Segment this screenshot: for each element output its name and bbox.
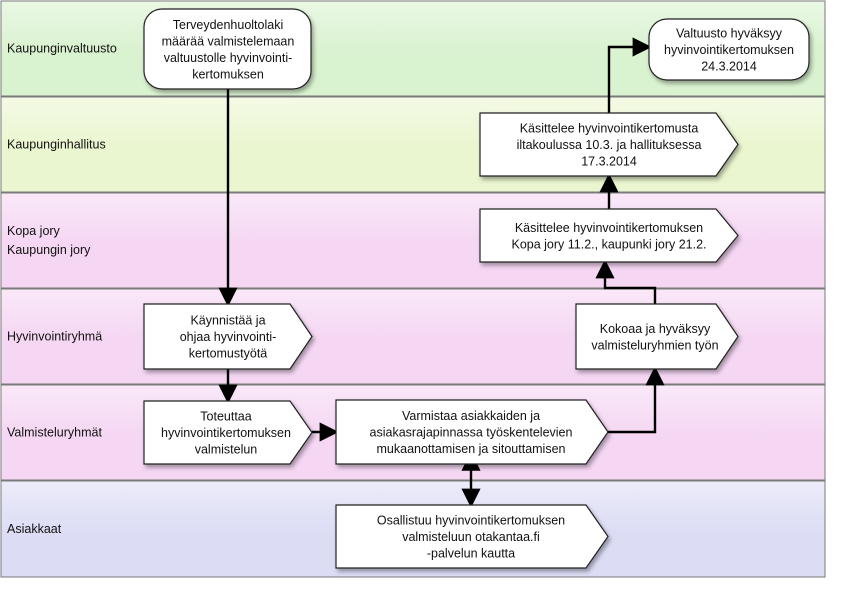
step-text-line: valmisteluun otakantaa.fi [402,530,540,544]
step-text-line: mukaanottamisen ja sitouttamisen [377,442,566,456]
step-lakimaara: Terveydenhuoltolaki määrää valmistelemaan… [143,8,312,90]
lane-label: Valmisteluryhmät [7,426,102,440]
arrow-box [479,112,739,177]
step-text-line: hyvinvointikertomuksen [161,426,291,440]
lane-label: Hyvinvointiryhmä [7,330,102,344]
step-text-line: kertomustyötä [189,347,268,361]
connector-varmistaa-to-kokoaa [608,366,665,434]
step-text-line: Terveydenhuoltolaki [173,18,284,32]
step-text-line: 17.3.2014 [581,155,637,169]
step-text-line: iltakoulussa 10.3. ja hallituksessa [517,138,702,152]
lane-label: Kaupungin jory [7,243,91,257]
arrow-box [143,400,313,465]
rounded-box [648,18,810,81]
swimlanes: KaupunginvaltuustoKaupunginhallitusKopa … [0,0,826,578]
step-text-line: asiakasrajapinnassa työskentelevien [370,426,573,440]
arrow-box [479,208,739,263]
step-text-line: määrää valmistelemaan [162,34,295,48]
step-hyvaksyy: Valtuusto hyväksyy hyvinvointikertomuksen… [648,18,810,81]
step-text-line: Käsittelee hyvinvointikertomuksen [515,221,703,235]
step-toteuttaa: Toteuttaa hyvinvointikertomuksen valmistel… [143,400,313,465]
step-text-line: valmisteluryhmien työn [591,338,718,352]
step-kaynnistaa: Käynnistää ja ohjaa hyvinvointi-kertomust… [143,303,313,370]
lane-label: Kopa jory [7,224,61,238]
arrow-box [575,303,739,370]
step-text-line: Kokoaa ja hyväksyy [600,322,711,336]
step-kasittelee-hallitus: Käsittelee hyvinvointikertomusta iltakoul… [479,112,739,177]
step-text-line: valmistelun [195,443,258,457]
step-varmistaa: Varmistaa asiakkaiden ja asiakasrajapinna… [335,399,609,465]
step-text-line: Varmistaa asiakkaiden ja [402,409,540,423]
arrow-box [335,399,609,465]
lane-label: Kaupunginhallitus [7,138,106,152]
step-text-line: Käynnistää ja [190,314,265,328]
arrow-box [143,303,313,370]
step-text-line: -palvelun kautta [427,547,515,561]
connector-kasittelee-hallitus-to-hyvaksyy [607,37,652,113]
step-text-line: hyvinvointikertomuksen [664,43,794,57]
step-text-line: 24.3.2014 [701,60,757,74]
step-osallistuu: Osallistuu hyvinvointikertomuksen valmist… [335,504,609,569]
step-text-line: Osallistuu hyvinvointikertomuksen [377,514,565,528]
step-text-line: Toteuttaa [200,410,251,424]
process-steps: Terveydenhuoltolaki määrää valmistelemaan… [143,8,810,569]
connectors [218,37,665,508]
rounded-box [143,8,312,90]
step-kokoaa: Kokoaa ja hyväksyy valmisteluryhmien työn [575,303,739,370]
step-text-line: ohjaa hyvinvointi- [180,330,277,344]
lane-label: Kaupunginvaltuusto [7,42,117,56]
step-text-line: Käsittelee hyvinvointikertomusta [520,122,699,136]
step-text-line: valtuustolle hyvinvointi- [164,51,293,65]
arrow-box [335,504,609,569]
step-text-line: Valtuusto hyväksyy [676,27,783,41]
step-text-line: kertomuksen [192,67,264,81]
connector-kokoaa-to-kasittelee-jory [595,259,657,304]
step-text-line: Kopa jory 11.2., kaupunki jory 21.2. [511,237,706,251]
lane-label: Asiakkaat [7,522,62,536]
